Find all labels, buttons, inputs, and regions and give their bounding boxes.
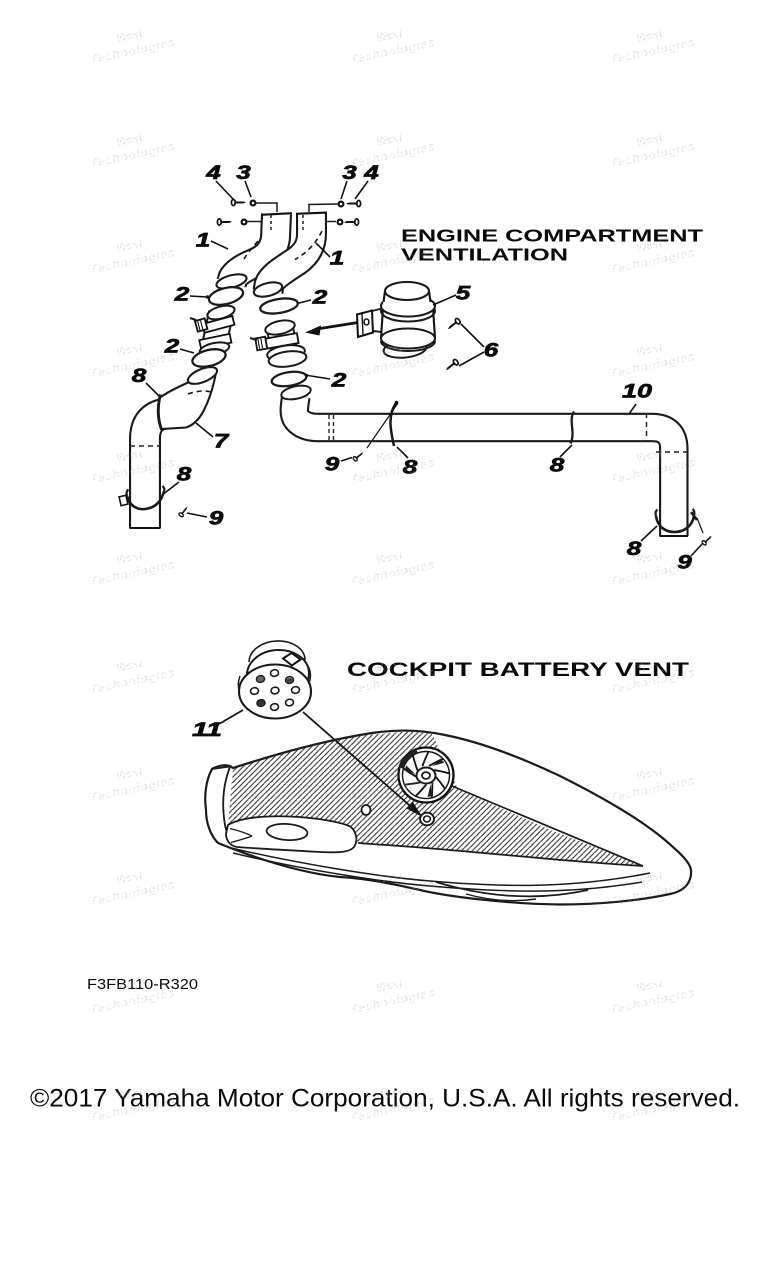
svg-text:5: 5: [456, 284, 471, 305]
svg-text:2: 2: [173, 285, 189, 306]
svg-text:11: 11: [192, 720, 222, 741]
svg-text:8: 8: [550, 456, 565, 477]
svg-text:2: 2: [330, 371, 346, 392]
svg-text:ENGINE COMPARTMENT: ENGINE COMPARTMENT: [401, 226, 703, 246]
svg-text:VENTILATION: VENTILATION: [401, 245, 568, 265]
svg-text:10: 10: [622, 382, 653, 403]
svg-text:3: 3: [236, 163, 251, 184]
svg-text:9: 9: [209, 509, 224, 530]
svg-text:7: 7: [214, 432, 230, 453]
svg-text:9: 9: [325, 455, 340, 476]
svg-text:2: 2: [311, 288, 327, 309]
svg-text:4: 4: [205, 163, 221, 184]
svg-text:8: 8: [177, 465, 192, 486]
svg-text:1: 1: [196, 231, 211, 252]
svg-text:6: 6: [484, 341, 499, 362]
svg-text:1: 1: [330, 249, 345, 270]
svg-text:4: 4: [363, 163, 379, 184]
